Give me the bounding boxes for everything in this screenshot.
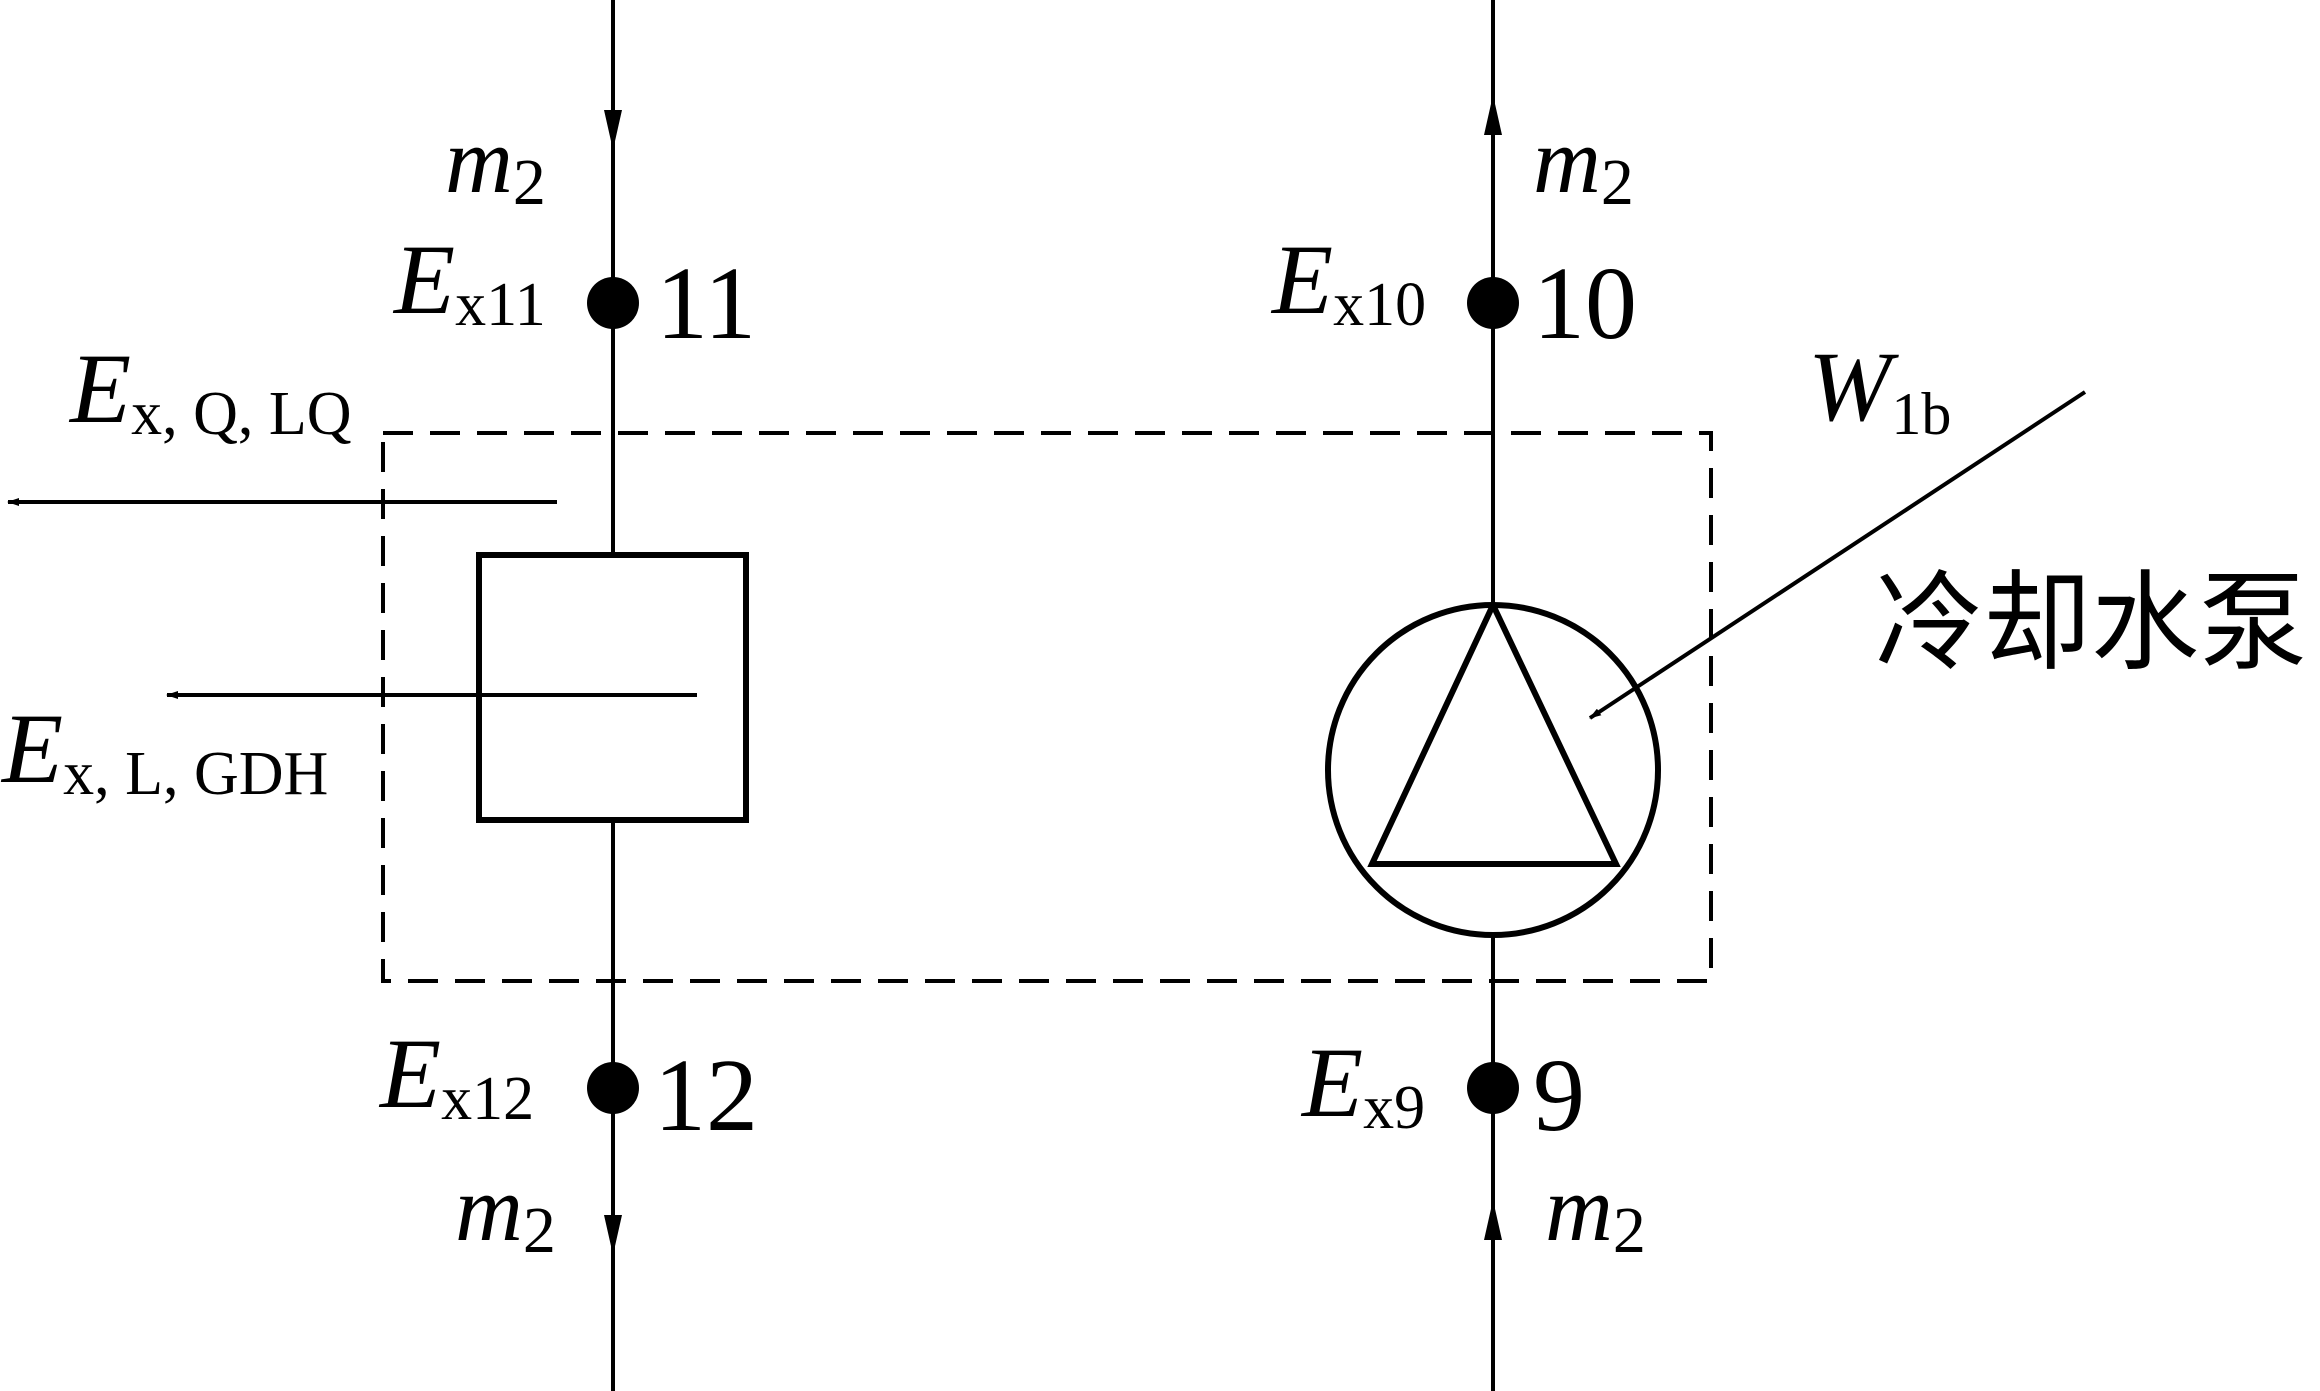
flow-arrow-left-bottom-down bbox=[604, 1215, 622, 1255]
exergy-label-ex12: Ex12 bbox=[378, 1018, 534, 1133]
node-11-dot bbox=[587, 277, 639, 329]
exergy-label-ex9: Ex9 bbox=[1300, 1027, 1425, 1142]
heat-exchanger bbox=[476, 552, 749, 823]
exergy-label-ex10: Ex10 bbox=[1270, 224, 1426, 339]
flow-arrow-right-top-up bbox=[1484, 95, 1502, 135]
pump-name-label: 冷却水泵 bbox=[1875, 561, 2307, 686]
node-10-dot bbox=[1467, 277, 1519, 329]
exergy-loss-label-q: Ex, Q, LQ bbox=[68, 333, 352, 448]
mass-flow-label-left-top: m2 bbox=[445, 109, 546, 219]
node-10-label: 10 bbox=[1533, 246, 1637, 361]
mass-flow-label-right-top: m2 bbox=[1533, 109, 1634, 219]
mass-flow-label-right-bottom: m2 bbox=[1545, 1157, 1646, 1267]
flow-arrow-left-top-down bbox=[604, 110, 622, 150]
node-9-label: 9 bbox=[1533, 1038, 1585, 1153]
node-12-label: 12 bbox=[654, 1038, 758, 1153]
work-input-arrow bbox=[1588, 390, 2087, 720]
node-12-dot bbox=[587, 1062, 639, 1114]
control-volume-boundary bbox=[381, 431, 1713, 983]
work-input-label: W1b bbox=[1808, 331, 1951, 447]
mass-flow-label-left-bottom: m2 bbox=[455, 1157, 556, 1267]
node-11-label: 11 bbox=[656, 246, 756, 361]
pump-triangle bbox=[1367, 597, 1621, 867]
node-9-dot bbox=[1467, 1062, 1519, 1114]
exergy-label-ex11: Ex11 bbox=[392, 224, 546, 339]
exergy-loss-label-l: Ex, L, GDH bbox=[0, 693, 328, 808]
pump-circle bbox=[1325, 602, 1661, 938]
flow-arrow-right-bottom-up bbox=[1484, 1200, 1502, 1240]
